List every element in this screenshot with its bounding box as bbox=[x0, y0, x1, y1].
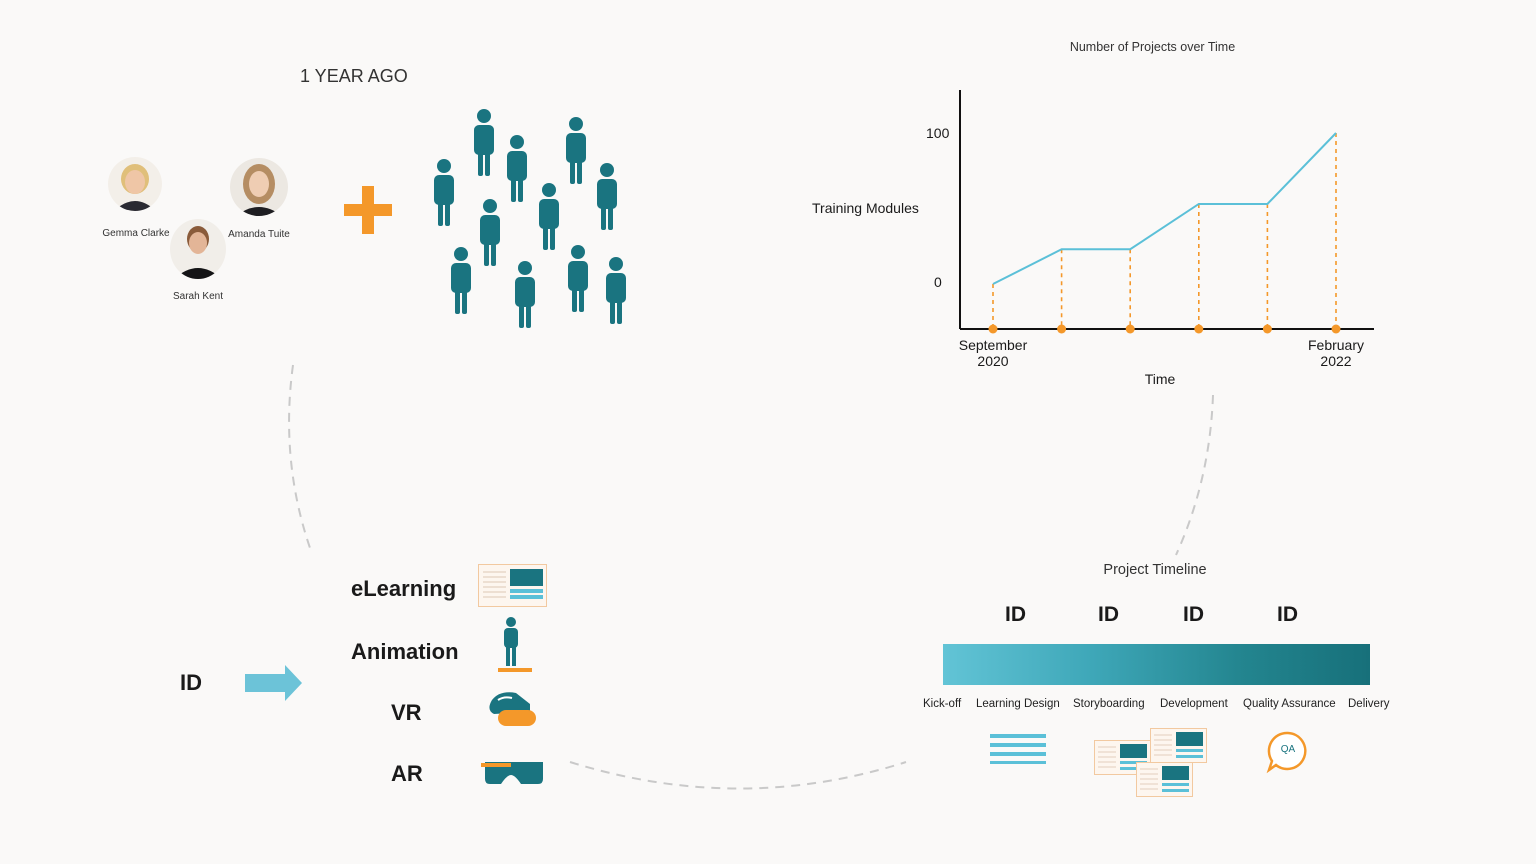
team-member-name: Sarah Kent bbox=[172, 291, 224, 302]
output-label-elearning: eLearning bbox=[351, 576, 457, 601]
avatar-sarah bbox=[170, 219, 226, 279]
data-point-marker bbox=[1262, 324, 1272, 334]
timeline-gradient-bar bbox=[943, 644, 1370, 685]
x-tick-label-line: February bbox=[1307, 337, 1365, 353]
qa-badge-text: QA bbox=[1280, 744, 1296, 755]
projects-line-chart bbox=[959, 90, 1374, 334]
timeline-id-label: ID bbox=[1183, 603, 1204, 626]
phase-label: Delivery bbox=[1348, 698, 1390, 710]
chart-title: Number of Projects over Time bbox=[1069, 40, 1236, 54]
x-tick-label-line: 2020 bbox=[977, 353, 1009, 369]
x-tick-label: February 2022 bbox=[1296, 337, 1376, 369]
data-point-marker bbox=[1194, 324, 1204, 334]
timeline-title: Project Timeline bbox=[1103, 562, 1207, 578]
timeline-id-label: ID bbox=[1005, 603, 1026, 626]
data-point-marker bbox=[1125, 324, 1135, 334]
series-line bbox=[992, 132, 1337, 285]
timeline-id-label: ID bbox=[1098, 603, 1119, 626]
output-label-vr: VR bbox=[391, 700, 422, 725]
phase-label: Storyboarding bbox=[1073, 698, 1145, 710]
vr-headset-icon bbox=[489, 692, 536, 726]
qa-speech-bubble-icon bbox=[1266, 731, 1307, 774]
elearning-screen-icon bbox=[478, 564, 547, 607]
ar-glasses-icon bbox=[481, 762, 543, 784]
output-label-ar: AR bbox=[391, 761, 423, 786]
data-point-marker bbox=[1057, 324, 1067, 334]
id-label: ID bbox=[180, 670, 202, 695]
data-point-marker bbox=[988, 324, 998, 334]
x-axis-label: Time bbox=[1144, 371, 1176, 387]
storyboard-screens-icon bbox=[1093, 727, 1208, 798]
phase-label: Learning Design bbox=[976, 698, 1060, 710]
animated-person-icon bbox=[498, 617, 532, 672]
avatar-gemma bbox=[108, 157, 162, 211]
output-label-animation: Animation bbox=[351, 639, 459, 664]
phase-label: Kick-off bbox=[923, 698, 962, 710]
arc-bottom bbox=[569, 761, 907, 790]
x-tick-label-line: 2022 bbox=[1320, 353, 1352, 369]
arc-left bbox=[288, 364, 311, 549]
phase-label: Development bbox=[1160, 698, 1228, 710]
data-point-marker bbox=[1331, 324, 1341, 334]
y-tick-label: 100 bbox=[926, 125, 950, 141]
team-member-name: Amanda Tuite bbox=[228, 229, 290, 240]
page-title: 1 YEAR AGO bbox=[300, 66, 408, 86]
team-member-name: Gemma Clarke bbox=[102, 228, 170, 239]
x-tick-label-line: September bbox=[958, 337, 1028, 353]
timeline-id-label: ID bbox=[1277, 603, 1298, 626]
plus-icon bbox=[344, 186, 392, 234]
avatar-amanda bbox=[230, 158, 288, 216]
crowd-of-people-icon bbox=[434, 109, 626, 328]
y-tick-label: 0 bbox=[934, 274, 942, 290]
arc-right bbox=[1175, 394, 1214, 556]
arrow-right-icon bbox=[245, 665, 302, 701]
y-axis-label: Training Modules bbox=[812, 200, 919, 216]
learning-design-lines-icon bbox=[990, 734, 1046, 764]
x-tick-label: September 2020 bbox=[953, 337, 1033, 369]
phase-label: Quality Assurance bbox=[1243, 698, 1336, 710]
